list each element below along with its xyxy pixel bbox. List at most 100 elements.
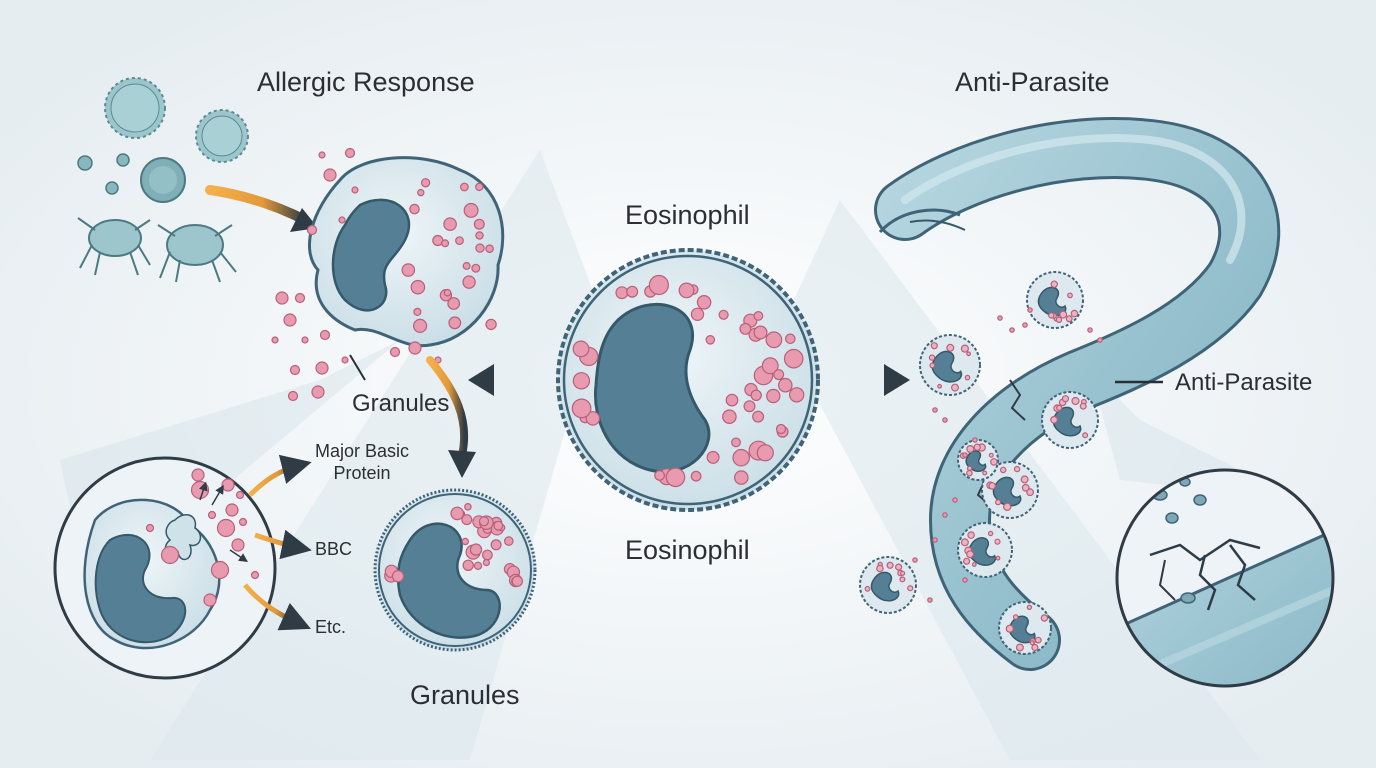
nucleus	[992, 476, 1022, 507]
granule	[460, 182, 469, 192]
pollen-icon	[104, 77, 166, 139]
granule	[789, 387, 805, 403]
granule	[1031, 643, 1039, 652]
anti-parasite-title: Anti-Parasite	[955, 67, 1110, 97]
granule	[511, 575, 524, 587]
granule	[775, 423, 787, 435]
granule	[409, 203, 420, 215]
granule	[971, 562, 977, 567]
granule	[929, 362, 936, 369]
granule	[1065, 315, 1073, 323]
granule	[1059, 310, 1068, 319]
spore-icon	[140, 157, 186, 203]
granule	[696, 294, 712, 310]
anti-parasite-side-label: Anti-Parasite	[1175, 369, 1313, 396]
granule	[447, 297, 461, 310]
granule	[462, 559, 474, 572]
zoom-beam-right	[1090, 370, 1300, 500]
granule	[210, 560, 230, 580]
granule	[475, 182, 484, 192]
granule	[283, 313, 297, 327]
degranulating-eosinophil	[308, 156, 505, 348]
granule	[1021, 483, 1030, 492]
granule	[225, 503, 239, 517]
granule	[962, 577, 968, 583]
dust-mite-icon	[77, 217, 151, 276]
granule	[973, 443, 981, 451]
granule	[777, 377, 793, 393]
eosinophil-label-top: Eosinophil	[625, 200, 750, 230]
granule	[1012, 614, 1019, 620]
granule	[413, 318, 428, 333]
granule	[289, 364, 301, 376]
granule	[413, 307, 422, 316]
granule	[319, 329, 331, 341]
granule	[408, 341, 422, 355]
granule	[306, 224, 318, 236]
granule	[750, 389, 762, 401]
major-basic-protein-line2: Protein	[333, 463, 391, 483]
granule	[1029, 640, 1035, 646]
granule	[648, 274, 670, 296]
granule	[665, 467, 686, 488]
granule	[995, 555, 1001, 561]
nucleus	[931, 350, 963, 383]
granule	[207, 510, 217, 520]
allergic-response-title: Allergic Response	[257, 67, 475, 97]
granule	[997, 315, 1003, 321]
granule	[960, 344, 970, 353]
granule	[1003, 502, 1012, 511]
nucleus	[1008, 615, 1036, 644]
granule	[1050, 415, 1058, 424]
granule	[654, 470, 665, 481]
granule	[718, 309, 729, 320]
granule	[1005, 624, 1014, 633]
granule	[766, 388, 781, 404]
granule	[1026, 604, 1033, 611]
granule	[966, 550, 975, 559]
granule	[475, 231, 484, 240]
granule	[441, 239, 450, 248]
granule	[462, 261, 471, 270]
granule	[391, 570, 405, 583]
granule	[475, 243, 485, 253]
granule	[294, 292, 306, 304]
granule	[585, 411, 601, 426]
granule	[1079, 402, 1087, 410]
nucleus	[396, 522, 501, 639]
granule	[493, 520, 504, 531]
granule	[999, 466, 1007, 474]
granule	[930, 342, 938, 350]
granule	[1009, 327, 1015, 333]
granule	[1027, 307, 1033, 313]
granule	[1022, 322, 1028, 328]
granule	[485, 244, 494, 254]
granule	[1026, 488, 1034, 497]
granule	[160, 545, 180, 565]
particle-icon	[105, 181, 119, 195]
granule	[982, 470, 988, 476]
granule	[490, 539, 502, 551]
granule	[962, 557, 971, 565]
granule	[942, 417, 948, 423]
granule	[765, 331, 783, 349]
nucleus	[1052, 406, 1082, 437]
granule	[907, 585, 914, 592]
granule	[1020, 475, 1029, 484]
granule	[1040, 614, 1049, 622]
granules	[384, 502, 524, 588]
granule	[753, 325, 768, 340]
granule	[485, 318, 497, 331]
granule	[323, 168, 337, 182]
granule	[420, 178, 431, 188]
granule	[461, 537, 469, 546]
granule	[899, 570, 906, 576]
granules-label-lower: Granules	[410, 680, 520, 710]
particle-icon	[77, 155, 93, 171]
granule	[706, 450, 720, 464]
granule	[401, 263, 416, 277]
arrow-head	[468, 364, 494, 396]
granule	[463, 202, 479, 218]
granule	[1087, 327, 1093, 333]
granule	[886, 561, 894, 569]
